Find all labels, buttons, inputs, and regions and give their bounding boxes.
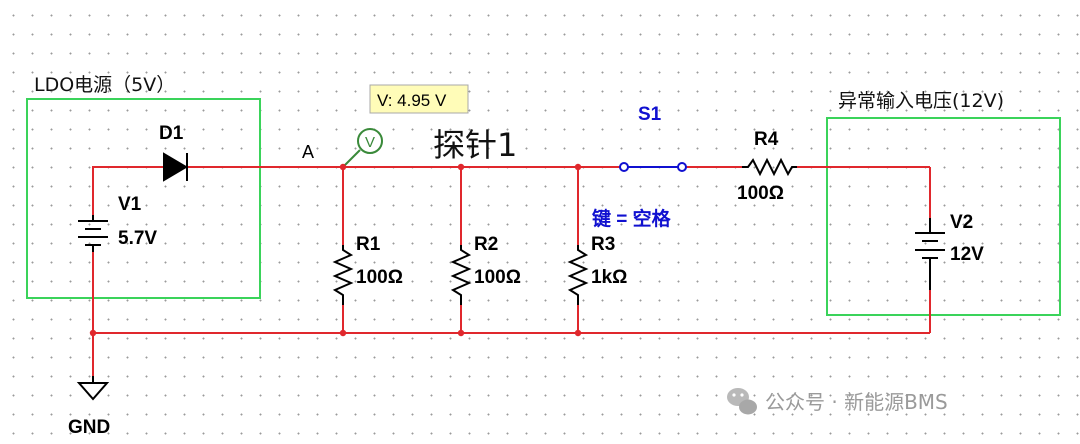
v1-value: 5.7V bbox=[118, 228, 157, 249]
junction-dot bbox=[89, 329, 97, 337]
ldo-box-label: LDO电源（5V） bbox=[34, 74, 175, 96]
abnormal-box bbox=[826, 117, 1061, 316]
probe-readout: V: 4.95 V bbox=[377, 91, 447, 110]
switch-s1[interactable] bbox=[611, 162, 690, 172]
wires bbox=[92, 149, 931, 383]
v1-ref: V1 bbox=[118, 194, 142, 215]
r2-value: 100Ω bbox=[474, 267, 521, 288]
voltage-probe[interactable]: V bbox=[357, 128, 383, 154]
r1-ref: R1 bbox=[356, 234, 381, 255]
node-a-label: A bbox=[302, 142, 314, 162]
junctions bbox=[89, 163, 582, 337]
r3-value: 1kΩ bbox=[591, 267, 627, 288]
junction-dot bbox=[339, 329, 347, 337]
junction-dot bbox=[457, 329, 465, 337]
ldo-box bbox=[26, 98, 261, 299]
r2-ref: R2 bbox=[474, 234, 498, 255]
junction-dot bbox=[574, 329, 582, 337]
r4-value: 100Ω bbox=[737, 183, 784, 204]
resistor-r1[interactable] bbox=[332, 245, 354, 305]
resistor-r2[interactable] bbox=[450, 245, 472, 305]
r1-value: 100Ω bbox=[356, 267, 403, 288]
gnd-label: GND bbox=[68, 417, 110, 438]
probe-tooltip: V: 4.95 V bbox=[369, 84, 469, 114]
junction-dot bbox=[457, 163, 465, 171]
probe-icon-letter: V bbox=[365, 134, 375, 151]
resistor-r3[interactable] bbox=[567, 245, 589, 305]
watermark-text: 公众号 · 新能源BMS bbox=[765, 390, 948, 414]
probe-icon[interactable] bbox=[357, 128, 383, 154]
watermark: 公众号 · 新能源BMS bbox=[727, 388, 948, 415]
switch-key-hint: 键 = 空格 bbox=[591, 207, 672, 230]
battery-v1[interactable] bbox=[78, 215, 108, 252]
v2-value: 12V bbox=[950, 244, 984, 265]
abnormal-box-label: 异常输入电压(12V) bbox=[838, 90, 1004, 112]
junction-dot bbox=[574, 163, 582, 171]
junction-dot bbox=[339, 163, 347, 171]
resistor-r4[interactable] bbox=[742, 157, 797, 177]
wechat-icon bbox=[727, 388, 757, 415]
probe-name: 探针1 bbox=[433, 126, 517, 164]
d1-ref: D1 bbox=[159, 123, 184, 144]
ground-symbol bbox=[76, 376, 110, 401]
s1-ref: S1 bbox=[638, 104, 662, 125]
battery-v2[interactable] bbox=[915, 218, 945, 290]
v2-ref: V2 bbox=[950, 212, 973, 233]
r4-ref: R4 bbox=[754, 129, 779, 150]
diode-d1[interactable] bbox=[160, 152, 193, 182]
r3-ref: R3 bbox=[591, 234, 615, 255]
